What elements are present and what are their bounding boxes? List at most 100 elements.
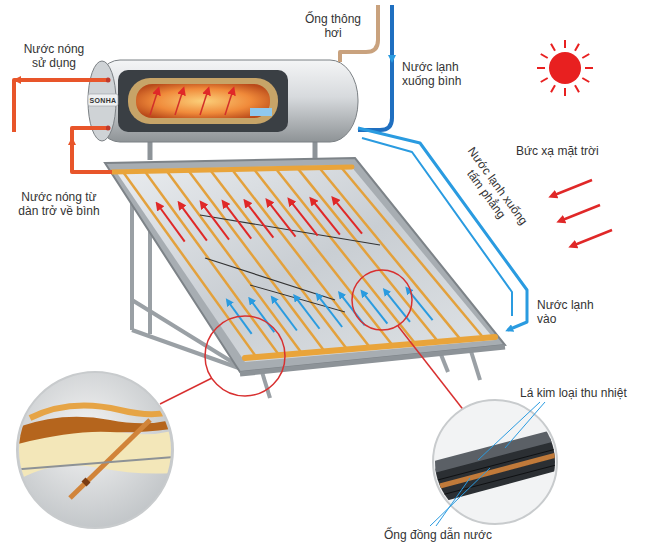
art-part	[358, 5, 392, 130]
art-part	[105, 158, 505, 372]
art-part	[205, 316, 285, 396]
art-part	[88, 94, 118, 106]
art-part	[250, 108, 272, 116]
art-part	[246, 202, 274, 238]
art-part	[440, 454, 560, 486]
art-part	[312, 200, 340, 235]
art-part	[205, 258, 335, 300]
art-part	[398, 326, 465, 412]
hot-out-label: Nước nóng sử dụng	[18, 42, 90, 70]
radiation-arrows	[552, 180, 612, 246]
art-part	[430, 448, 560, 482]
art-part	[180, 204, 207, 241]
art-part	[541, 54, 548, 58]
art-part	[13, 100, 15, 126]
art-part	[362, 292, 387, 324]
art-part	[92, 60, 358, 142]
art-part	[250, 299, 274, 332]
art-part	[430, 428, 560, 474]
art-part	[560, 205, 600, 221]
art-part	[130, 200, 134, 330]
art-part	[276, 169, 416, 344]
flat-collector	[105, 158, 505, 374]
hot-return-label: Nước nóng từ dàn trở về bình	[12, 190, 106, 218]
art-part	[118, 70, 288, 132]
art-part	[295, 296, 320, 328]
art-part	[436, 478, 470, 526]
art-part	[551, 44, 555, 51]
art-part	[30, 400, 190, 418]
art-part	[175, 90, 183, 115]
art-part	[582, 54, 589, 58]
art-part	[71, 140, 73, 165]
art-part	[341, 167, 484, 338]
art-part	[16, 78, 40, 82]
art-part	[72, 128, 112, 172]
art-part	[136, 84, 270, 118]
radiation-label: Bức xạ mặt trời	[516, 144, 636, 158]
art-part	[106, 126, 111, 131]
art-part	[505, 402, 545, 448]
absorber-fin-inset	[430, 400, 560, 524]
art-part	[552, 180, 592, 196]
art-part	[572, 230, 612, 246]
art-part	[262, 372, 270, 398]
art-part	[297, 168, 438, 342]
art-part	[200, 90, 208, 115]
art-part	[112, 167, 352, 172]
art-part	[106, 78, 111, 83]
art-part	[84, 480, 88, 484]
art-part	[224, 203, 251, 239]
art-part	[564, 40, 566, 48]
art-part	[585, 67, 593, 69]
tube-label: Ống đồng dẫn nước	[384, 528, 524, 542]
art-part	[10, 455, 200, 470]
art-part	[537, 67, 545, 69]
art-part	[232, 170, 370, 348]
storage-tank	[88, 60, 358, 160]
vent-label: Ống thông hơi	[300, 12, 366, 40]
fin-label: Lá kim loại thu nhiệt	[520, 386, 648, 400]
art-part	[272, 298, 296, 331]
art-part	[575, 85, 579, 92]
art-part	[317, 295, 342, 327]
art-part	[582, 78, 589, 82]
art-part	[541, 78, 548, 82]
art-part	[10, 400, 200, 498]
art-part	[358, 128, 527, 330]
art-part	[14, 80, 106, 132]
magnifiers	[160, 270, 465, 412]
art-part	[537, 40, 593, 96]
pipes	[14, 5, 527, 330]
leader-lines	[430, 402, 545, 526]
cold-entry-label: Nước lạnh vào	[537, 298, 599, 326]
art-part	[551, 85, 555, 92]
art-part	[158, 205, 185, 242]
art-part	[549, 52, 581, 84]
art-part	[150, 90, 158, 115]
art-part	[254, 169, 393, 346]
art-part	[202, 203, 229, 239]
art-part	[564, 88, 566, 96]
flow-arrows	[158, 199, 433, 334]
brand-badge: SONHA	[89, 97, 117, 105]
art-part	[128, 78, 278, 124]
art-part	[290, 200, 318, 235]
art-part	[115, 165, 495, 362]
panel-section-inset	[10, 372, 200, 528]
art-part	[160, 378, 212, 404]
art-part	[430, 428, 560, 505]
art-part	[228, 301, 252, 334]
cold-in-label: Nước lạnh xuống bình	[402, 60, 474, 88]
art-part	[478, 402, 540, 460]
sun	[537, 40, 593, 96]
art-part	[268, 201, 296, 236]
art-part	[225, 90, 233, 115]
copper-tubes	[123, 167, 484, 357]
art-part	[392, 30, 393, 60]
art-part	[352, 270, 412, 330]
art-part	[575, 44, 579, 51]
art-part	[319, 168, 461, 340]
